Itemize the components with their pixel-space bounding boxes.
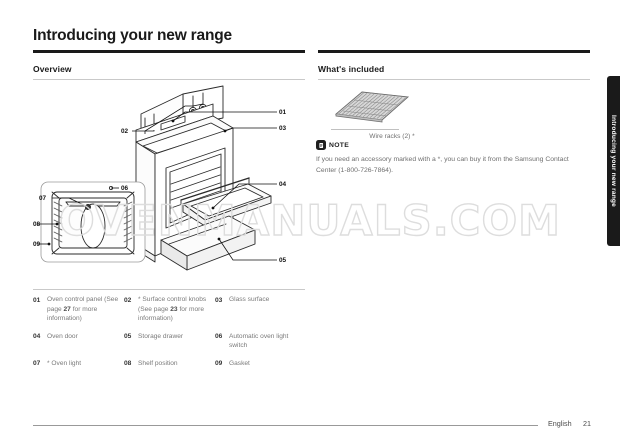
legend-number: 03 [215, 296, 223, 304]
legend-number: 05 [124, 333, 132, 341]
callout-07: 07 [39, 195, 47, 202]
legend-number: 01 [33, 296, 41, 304]
legend-label: Shelf position [138, 359, 178, 367]
title-rule-left [33, 50, 305, 53]
legend-item-05: 05 Storage drawer [124, 332, 215, 351]
table-row: 07 * Oven light 08 Shelf position 09 Gas… [33, 359, 308, 369]
note-label: NOTE [329, 141, 350, 149]
legend-label: * Oven light [47, 359, 82, 367]
callout-04: 04 [279, 181, 287, 188]
note-header: NOTE [316, 140, 349, 150]
callout-09: 09 [33, 241, 41, 248]
note-icon [316, 140, 326, 150]
legend-number: 07 [33, 360, 41, 368]
legend-item-04: 04 Oven door [33, 332, 124, 351]
section-heading-included: What's included [318, 64, 385, 74]
callout-01: 01 [279, 109, 287, 116]
callout-08: 08 [33, 221, 41, 228]
legend-label: Gasket [229, 359, 250, 367]
footer-rule [33, 425, 538, 426]
chapter-side-tab-label: Introducing your new range [610, 114, 617, 208]
table-row: 04 Oven door 05 Storage drawer 06 Automa… [33, 332, 308, 351]
legend-label: Oven door [47, 332, 78, 340]
rack-caption-rule [331, 129, 399, 130]
footer-language: English [548, 419, 572, 428]
section-heading-overview: Overview [33, 64, 72, 74]
page-title: Introducing your new range [33, 27, 232, 44]
legend-number: 08 [124, 360, 132, 368]
table-row: 01 Oven control panel (See page 27 for m… [33, 295, 308, 324]
callout-05: 05 [279, 257, 287, 264]
legend-divider [33, 289, 305, 290]
callout-06: 06 [121, 185, 129, 192]
chapter-side-tab[interactable]: Introducing your new range [607, 76, 620, 246]
legend-table: 01 Oven control panel (See page 27 for m… [33, 295, 308, 377]
wire-rack-icon [332, 88, 432, 128]
legend-number: 04 [33, 333, 41, 341]
callout-02: 02 [121, 128, 129, 135]
legend-label: Automatic oven light switch [229, 332, 289, 350]
legend-item-01: 01 Oven control panel (See page 27 for m… [33, 295, 124, 324]
legend-item-08: 08 Shelf position [124, 359, 215, 369]
legend-item-07: 07 * Oven light [33, 359, 124, 369]
range-illustration: 02 01 03 04 05 06 07 08 09 [33, 84, 305, 280]
callout-03: 03 [279, 125, 287, 132]
note-body: If you need an accessory marked with a *… [316, 156, 569, 174]
legend-number: 09 [215, 360, 223, 368]
included-divider [318, 79, 590, 80]
legend-label: * Surface control knobs (See page 23 for… [138, 296, 207, 323]
overview-divider [33, 79, 305, 80]
legend-label: Storage drawer [138, 332, 184, 340]
legend-label: Oven control panel (See page 27 for more… [47, 296, 119, 323]
legend-number: 06 [215, 333, 223, 341]
legend-item-03: 03 Glass surface [215, 295, 306, 324]
legend-item-06: 06 Automatic oven light switch [215, 332, 306, 351]
footer-page-number: 21 [583, 419, 591, 428]
legend-number: 02 [124, 296, 132, 304]
legend-label: Glass surface [229, 296, 270, 303]
title-rule-right [318, 50, 590, 53]
rack-caption: Wire racks (2) * [369, 133, 415, 140]
legend-item-02: 02 * Surface control knobs (See page 23 … [124, 295, 215, 324]
legend-item-09: 09 Gasket [215, 359, 306, 369]
